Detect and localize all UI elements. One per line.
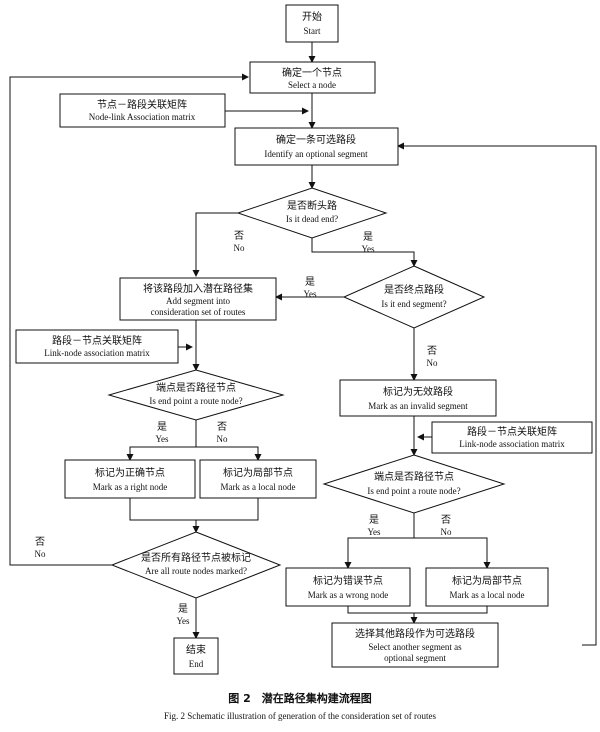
arrow-deadend-no: [192, 212, 238, 277]
node-end-segment-zh: 是否终点路段: [384, 283, 444, 296]
node-link-node-matrix-1-zh: 路段－节点关联矩阵: [52, 334, 142, 347]
node-select-another: 选择其他路段作为可选路段 Select another segment as o…: [331, 622, 499, 668]
arrow-route2-yes: [344, 513, 415, 569]
label-route2-no-en: No: [441, 527, 452, 537]
node-mark-invalid: 标记为无效路段 Mark as an invalid segment: [339, 379, 497, 417]
node-dead-end-zh: 是否断头路: [287, 199, 337, 212]
arrow-route2-no: [414, 537, 491, 569]
label-allmarked-no-en: No: [35, 549, 46, 559]
node-identify-segment-zh: 确定一条可选路段: [276, 133, 356, 146]
edge-labels: 否 No 是 Yes 是 Yes 否 No 是 Yes 否 No 否 No 是 …: [35, 230, 452, 626]
node-route-node-1-en: Is end point a route node?: [149, 396, 242, 406]
node-end-en: End: [189, 659, 204, 669]
caption-en: Fig. 2 Schematic illustration of generat…: [164, 711, 436, 721]
node-end-zh: 结束: [186, 643, 206, 656]
label-route1-no-en: No: [217, 434, 228, 444]
node-mark-local-1-zh: 标记为局部节点: [223, 466, 293, 479]
label-deadend-no-en: No: [234, 243, 245, 253]
label-allmarked-yes-en: Yes: [176, 616, 190, 626]
node-mark-local-2-zh: 标记为局部节点: [452, 574, 522, 587]
label-endseg-yes-en: Yes: [303, 289, 317, 299]
node-mark-right-en: Mark as a right node: [93, 482, 167, 492]
node-node-link-matrix: 节点－路段关联矩阵 Node-link Association matrix: [59, 93, 226, 128]
node-route-node-1-zh: 端点是否路径节点: [156, 381, 236, 394]
node-mark-invalid-zh: 标记为无效路段: [383, 385, 453, 398]
arrow-route1-yes: [126, 420, 197, 461]
node-end-segment-decision: 是否终点路段 Is it end segment?: [342, 265, 486, 329]
label-route2-no-zh: 否: [441, 514, 451, 526]
label-allmarked-yes-zh: 是: [178, 603, 188, 615]
node-route-node-2-en: Is end point a route node?: [367, 486, 460, 496]
node-end: 结束 End: [173, 637, 219, 675]
node-select-node-zh: 确定一个节点: [282, 66, 342, 79]
node-add-segment-en2: consideration set of routes: [151, 307, 246, 317]
label-route2-yes-zh: 是: [369, 514, 379, 526]
node-all-marked-zh: 是否所有路径节点被标记: [141, 551, 251, 564]
node-identify-segment-en: Identify an optional segment: [264, 149, 368, 159]
node-add-segment-en1: Add segment into: [166, 296, 230, 306]
merge-wrong-local: [347, 606, 488, 614]
node-dead-end-en: Is it dead end?: [286, 214, 338, 224]
label-route1-yes-en: Yes: [155, 434, 169, 444]
node-link-node-matrix-2-en: Link-node association matrix: [459, 439, 565, 449]
node-add-segment-zh: 将该路段加入潜在路径集: [143, 282, 253, 295]
node-link-node-matrix-2-zh: 路段－节点关联矩阵: [467, 425, 557, 438]
node-select-another-en2: optional segment: [384, 653, 446, 663]
arrow-allmarked-no-loop: [9, 73, 249, 566]
arrow-selectanother-loop: [397, 142, 597, 646]
node-mark-right-zh: 标记为正确节点: [95, 466, 165, 479]
node-mark-local-2-en: Mark as a local node: [450, 590, 525, 600]
connectors: [9, 42, 597, 646]
arrow-deadend-yes: [311, 238, 418, 267]
node-link-matrix-zh: 节点－路段关联矩阵: [97, 98, 187, 111]
node-route-node-decision-2: 端点是否路径节点 Is end point a route node?: [322, 454, 506, 514]
node-mark-wrong: 标记为错误节点 Mark as a wrong node: [285, 567, 411, 607]
node-mark-local-2: 标记为局部节点 Mark as a local node: [425, 567, 549, 607]
node-identify-segment: 确定一条可选路段 Identify an optional segment: [234, 127, 399, 166]
node-link-node-matrix-2: 路段－节点关联矩阵 Link-node association matrix: [431, 421, 593, 454]
node-start-zh: 开始: [302, 10, 322, 23]
label-route2-yes-en: Yes: [367, 527, 381, 537]
label-deadend-yes-en: Yes: [361, 244, 375, 254]
label-route1-yes-zh: 是: [157, 421, 167, 433]
caption-zh: 图 2 潜在路径集构建流程图: [228, 691, 371, 705]
node-mark-invalid-en: Mark as an invalid segment: [368, 401, 468, 411]
label-endseg-no-zh: 否: [427, 345, 437, 357]
figure-caption: 图 2 潜在路径集构建流程图 Fig. 2 Schematic illustra…: [164, 691, 436, 721]
node-mark-local-1: 标记为局部节点 Mark as a local node: [199, 459, 317, 499]
node-select-another-en1: Select another segment as: [368, 642, 462, 652]
node-start-en: Start: [304, 26, 321, 36]
node-start: 开始 Start: [285, 4, 339, 43]
node-route-node-decision-1: 端点是否路径节点 Is end point a route node?: [107, 369, 285, 421]
node-link-node-matrix-1-en: Link-node association matrix: [44, 348, 150, 358]
node-mark-local-1-en: Mark as a local node: [221, 482, 296, 492]
label-endseg-yes-zh: 是: [305, 276, 315, 288]
label-deadend-yes-zh: 是: [363, 231, 373, 243]
node-select-another-zh: 选择其他路段作为可选路段: [355, 627, 475, 640]
node-link-matrix-en: Node-link Association matrix: [89, 112, 196, 122]
node-mark-right: 标记为正确节点 Mark as a right node: [64, 459, 196, 499]
node-select-node: 确定一个节点 Select a node: [249, 61, 376, 94]
label-allmarked-no-zh: 否: [35, 536, 45, 548]
node-mark-wrong-en: Mark as a wrong node: [308, 590, 388, 600]
label-route1-no-zh: 否: [217, 421, 227, 433]
node-mark-wrong-zh: 标记为错误节点: [313, 574, 383, 587]
node-dead-end-decision: 是否断头路 Is it dead end?: [236, 187, 388, 239]
arrow-route1-no: [196, 446, 262, 461]
node-all-marked-decision: 是否所有路径节点被标记 Are all route nodes marked?: [110, 531, 282, 599]
node-end-segment-en: Is it end segment?: [381, 299, 446, 309]
node-select-node-en: Select a node: [288, 80, 336, 90]
label-deadend-no-zh: 否: [234, 230, 244, 242]
node-all-marked-en: Are all route nodes marked?: [145, 566, 247, 576]
node-route-node-2-zh: 端点是否路径节点: [374, 470, 454, 483]
node-add-segment: 将该路段加入潜在路径集 Add segment into considerati…: [119, 277, 277, 321]
label-endseg-no-en: No: [427, 358, 438, 368]
merge-right-local: [129, 498, 259, 521]
node-link-node-matrix-1: 路段－节点关联矩阵 Link-node association matrix: [15, 329, 179, 364]
